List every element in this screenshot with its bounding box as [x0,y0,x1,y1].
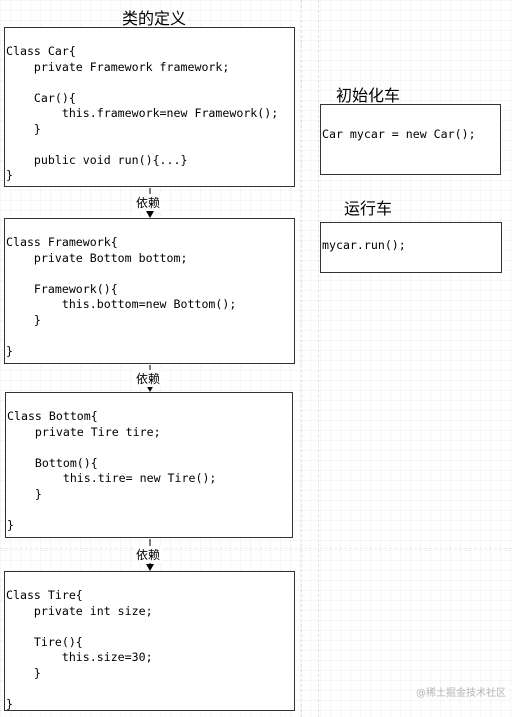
run-car-heading: 运行车 [344,199,393,218]
dependency-arrowhead [146,211,154,218]
class-framework-code: Class Framework{ private Bottom bottom; … [6,235,237,358]
class-tire-code: Class Tire{ private int size; Tire(){ th… [6,588,153,711]
guide-line [318,0,319,717]
init-car-heading: 初始化车 [336,86,401,105]
class-definition-heading: 类的定义 [122,9,187,28]
dependency-label: 依赖 [134,370,163,387]
init-car-box: Car mycar = new Car(); [320,104,501,175]
guide-line [0,548,512,549]
class-framework-box: Class Framework{ private Bottom bottom; … [4,218,295,364]
class-bottom-code: Class Bottom{ private Tire tire; Bottom(… [7,409,217,532]
class-tire-box: Class Tire{ private int size; Tire(){ th… [4,571,295,711]
guide-line [301,0,302,717]
run-car-code: mycar.run(); [322,238,406,252]
class-car-code: Class Car{ private Framework framework; … [6,44,279,182]
init-car-code: Car mycar = new Car(); [322,127,476,141]
dependency-label: 依赖 [134,194,163,211]
run-car-box: mycar.run(); [320,222,502,273]
watermark: @稀土掘金技术社区 [416,688,506,699]
class-car-box: Class Car{ private Framework framework; … [4,27,295,187]
dependency-label: 依赖 [134,546,163,563]
dependency-arrowhead [146,564,154,571]
class-bottom-box: Class Bottom{ private Tire tire; Bottom(… [5,392,293,538]
